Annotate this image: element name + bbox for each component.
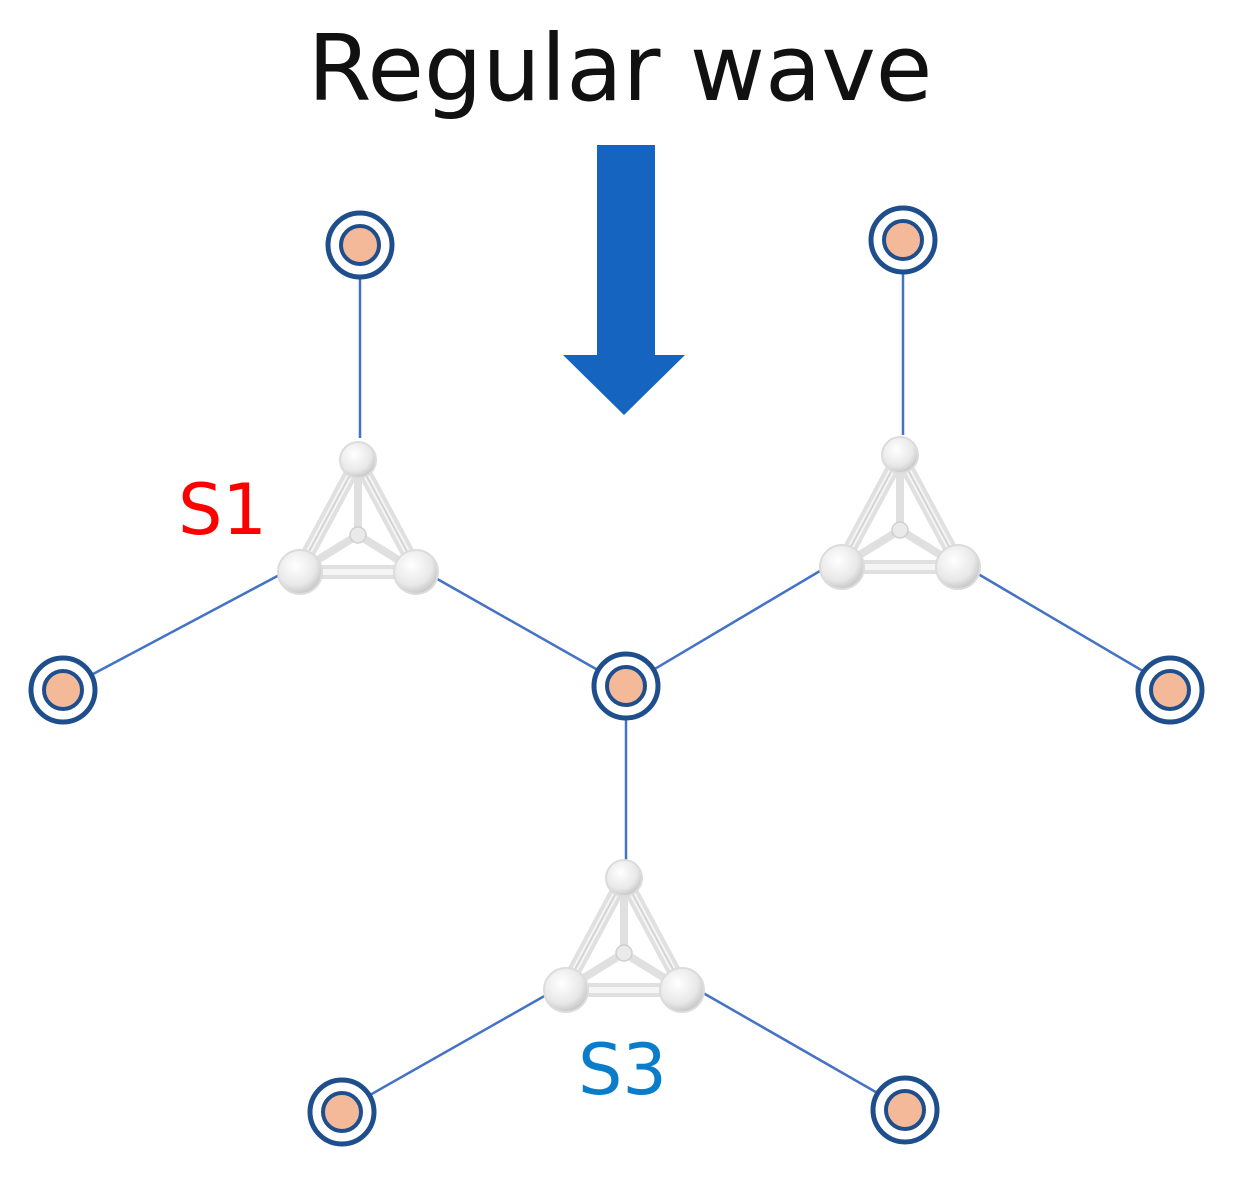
mooring-line-s3-left [339,988,556,1114]
anchor-icon [31,658,95,722]
mooring-lines [62,240,1176,1114]
mooring-line-s2-right [967,566,1176,692]
anchor-icon [873,1078,937,1142]
mooring-line-s1-left [62,570,286,692]
anchor-icon [871,208,935,272]
anchor-icon [328,213,392,277]
mooring-line-s3-right [697,988,908,1112]
anchor-icon [310,1080,374,1144]
diagram-title: Regular wave [307,15,933,122]
floating-platform-icon [820,437,980,589]
platform-label-s3: S3 [578,1029,667,1111]
mooring-line-s2-center [625,566,826,688]
anchor-icon [594,654,658,718]
down-arrow-icon [563,145,685,415]
floating-platform-icon [544,860,704,1012]
floating-platform-icon [278,442,438,594]
anchor-icon [1138,658,1202,722]
platform-label-s1: S1 [178,469,267,551]
mooring-line-s1-center [424,570,627,688]
